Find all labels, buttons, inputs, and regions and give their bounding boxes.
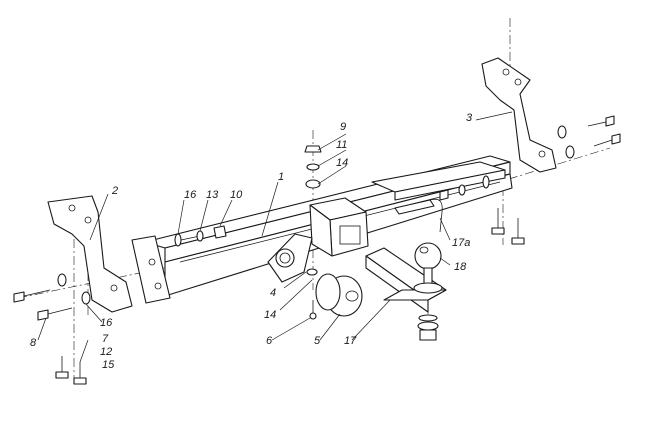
left-end-plate	[131, 235, 171, 304]
callout-1: 1	[278, 171, 284, 183]
top-nut-washer-stack	[304, 145, 322, 189]
callout-11: 11	[336, 139, 347, 151]
callout-2: 2	[111, 185, 118, 197]
callout-5: 5	[314, 335, 321, 347]
callout-14-top: 14	[336, 157, 348, 169]
crossbar-left-fasteners	[174, 225, 227, 247]
callout-16-top: 16	[184, 189, 197, 201]
socket-plate	[267, 233, 313, 283]
callout-18: 18	[454, 261, 467, 273]
receiver-housing	[309, 197, 369, 257]
callout-labels: 1 2 3 9 11 14 16 13 10 4 14 6 5 17 17а 1…	[30, 112, 473, 371]
left-bracket	[47, 195, 133, 313]
callout-4: 4	[270, 287, 276, 299]
tow-ball-assembly	[413, 242, 443, 341]
callout-13: 13	[206, 189, 219, 201]
callout-7: 7	[102, 333, 109, 345]
callout-17: 17	[344, 335, 357, 347]
callout-9: 9	[340, 121, 346, 133]
callout-16-bottom: 16	[100, 317, 113, 329]
callout-8: 8	[30, 337, 37, 349]
callout-17a: 17а	[452, 237, 470, 249]
locking-pin	[394, 198, 443, 233]
callout-6: 6	[266, 335, 273, 347]
callout-15: 15	[102, 359, 115, 371]
right-reinforcement-plate	[371, 161, 506, 201]
callout-14-bottom: 14	[264, 309, 276, 321]
callout-3: 3	[466, 112, 473, 124]
socket-washer-and-screw	[306, 268, 318, 320]
callout-12: 12	[100, 346, 112, 358]
electrical-socket	[315, 273, 363, 317]
right-bracket	[481, 57, 557, 173]
right-fasteners	[439, 115, 621, 245]
left-fasteners	[13, 273, 91, 385]
leader-lines	[37, 111, 513, 363]
callout-10: 10	[230, 189, 243, 201]
